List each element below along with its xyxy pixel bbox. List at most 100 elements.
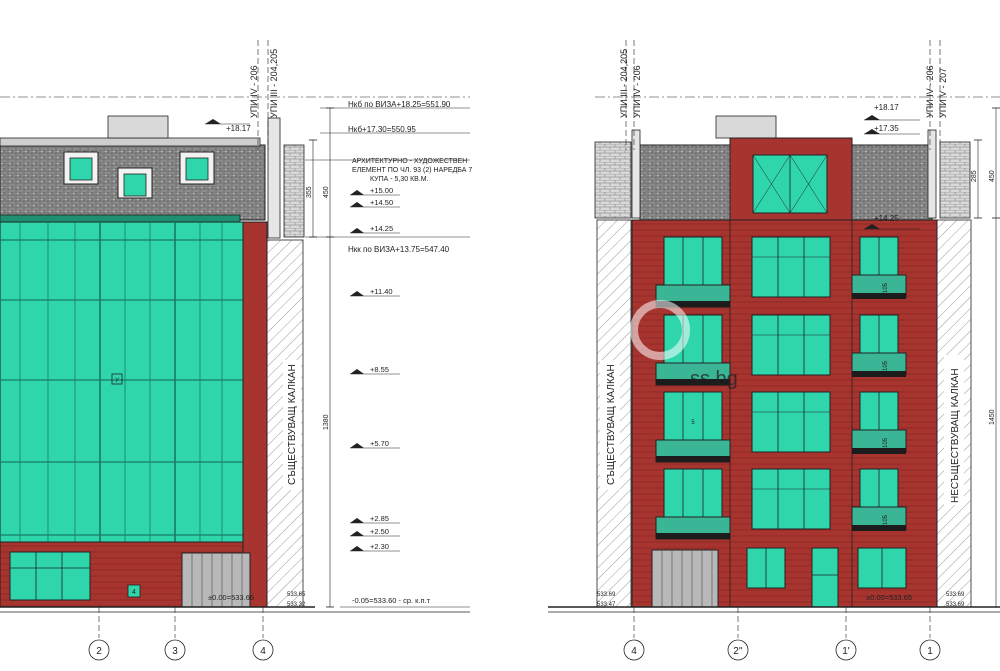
rail-height: 105: [883, 282, 889, 293]
level-label: +14.50: [370, 198, 393, 207]
rail-height: 105: [883, 437, 889, 448]
left-plot-label-1: УПИ IV - 206: [249, 65, 259, 118]
left-garage-door: [181, 552, 251, 608]
window-center: [751, 391, 831, 453]
right-roof-right: [851, 144, 933, 221]
left-dormer-2: [117, 167, 153, 199]
right-garage-slats: [661, 550, 713, 607]
left-parapet-post: [267, 117, 281, 239]
right-dim-450: 450: [989, 170, 996, 182]
level-label: +2.30: [370, 542, 389, 551]
right-left-neighbor-parapet: [594, 141, 632, 219]
axis-bubble: [835, 639, 857, 661]
axis-bubble: [164, 639, 186, 661]
axis-bubble: [252, 639, 274, 661]
ann-ground: -0.05=533.60 - ср. к.п.т: [352, 596, 431, 605]
left-side-height-2: 533.32: [287, 602, 306, 608]
level-marker: +14.50: [350, 198, 400, 208]
window-right: 105: [851, 236, 907, 299]
right-right-neighbor-parapet: [939, 141, 971, 219]
level-marker: +2.50: [350, 527, 400, 537]
right-entrance-door: [811, 547, 839, 608]
window-center: [751, 236, 831, 298]
axis-label: 2: [96, 646, 102, 657]
left-dim-355: 355: [306, 186, 313, 198]
right-roof-left: [639, 144, 731, 221]
level-label: +5.70: [370, 439, 389, 448]
right-elevation: СЪЩЕСТВУВАЩ КАЛКАН НЕСЪЩЕСТВУВАЩ КАЛКАН …: [548, 40, 1000, 661]
axis-bubble: [88, 639, 110, 661]
level-label: +14.25: [370, 224, 393, 233]
level-marker: +2.85: [350, 514, 400, 524]
rail-height: 105: [883, 514, 889, 525]
axis-bubble: [727, 639, 749, 661]
left-dim-450: 450: [323, 186, 330, 198]
right-side-height-r2: 533.69: [946, 602, 965, 608]
axis-label: 2'': [733, 646, 742, 657]
right-plot-label-l1: УПИ III - 204,205: [619, 49, 629, 118]
svg-text:+14.25: +14.25: [874, 214, 899, 223]
right-right-neighbor-bg: [944, 355, 964, 505]
level-label: +11.40: [370, 287, 393, 296]
svg-text:+17.35: +17.35: [874, 124, 899, 133]
left-panel-tag: У: [115, 378, 119, 384]
window-center: [751, 468, 831, 530]
axis-label: 1: [927, 646, 933, 657]
right-tower-window: [752, 154, 828, 214]
right-left-neighbor-label: СЪЩЕСТВУВАЩ КАЛКАН: [606, 364, 617, 485]
left-zero: ±0.00=533.65: [208, 593, 254, 602]
level-label: +15.00: [370, 186, 393, 195]
window-center: [751, 314, 831, 376]
left-door-tag: 4: [132, 589, 136, 596]
axis-label: 3: [172, 646, 178, 657]
right-zero: ±0.00=533.65: [866, 593, 912, 602]
right-chimney: [715, 115, 777, 139]
right-level-3: +14.25: [864, 214, 920, 230]
watermark: ss.bg: [690, 368, 738, 390]
right-dim-1450: 1450: [989, 409, 996, 425]
right-level-2: +17.35: [864, 124, 920, 135]
level-marker: +8.55: [350, 365, 400, 375]
window-left: [655, 468, 731, 540]
left-garage-slats: [191, 553, 243, 607]
left-side-height-1: 533.65: [287, 592, 306, 598]
right-plot-label-l2: УПИ IV - 206: [632, 65, 642, 118]
svg-text:+18.17: +18.17: [874, 103, 899, 112]
left-glass-mullions: [0, 222, 243, 542]
right-ground-window-2: [857, 547, 907, 589]
ann-arch-2: ЕЛЕМЕНТ ПО ЧЛ. 93 (2) НАРЕДБА 7: [352, 167, 472, 174]
left-neighbor-label: СЪЩЕСТВУВАЩ КАЛКАН: [287, 364, 298, 485]
left-chimney: [107, 115, 169, 139]
right-post-r: [927, 129, 937, 219]
rail-height: 105: [883, 360, 889, 371]
axis-label: 4: [631, 646, 637, 657]
window-right: 105: [851, 391, 907, 454]
level-marker: +2.30: [350, 542, 400, 552]
right-right-neighbor-label: НЕСЪЩЕСТВУВАЩ КАЛКАН: [950, 368, 961, 503]
left-plot-label-2: УПИ III - 204,205: [269, 49, 279, 118]
left-top-level-mark: [205, 119, 221, 124]
left-brick-strip: [242, 221, 268, 608]
axis-bubble: [623, 639, 645, 661]
window-left: [655, 391, 731, 463]
left-panel-tag-box: [111, 373, 123, 385]
level-marker: +15.00: [350, 186, 400, 196]
ann-cupola: КУПА - 5,30 КВ.М.: [370, 176, 429, 183]
right-side-height-l1: 533.69: [597, 592, 616, 598]
ann-cornice: Нкк по ВИЗА+13.75=547.40: [348, 245, 450, 254]
right-left-neighbor-bg: [600, 360, 620, 490]
level-label: +2.50: [370, 527, 389, 536]
left-shop-window: [9, 551, 91, 601]
left-roof-cap: [0, 137, 261, 147]
ann-roof: Нкб+17.30=550.95: [348, 125, 416, 134]
level-marker: +5.70: [350, 439, 400, 449]
right-side-height-r1: 533.69: [946, 592, 965, 598]
left-dimensions: 355 450 1380: [306, 107, 334, 608]
left-dim-1380: 1380: [323, 414, 330, 430]
